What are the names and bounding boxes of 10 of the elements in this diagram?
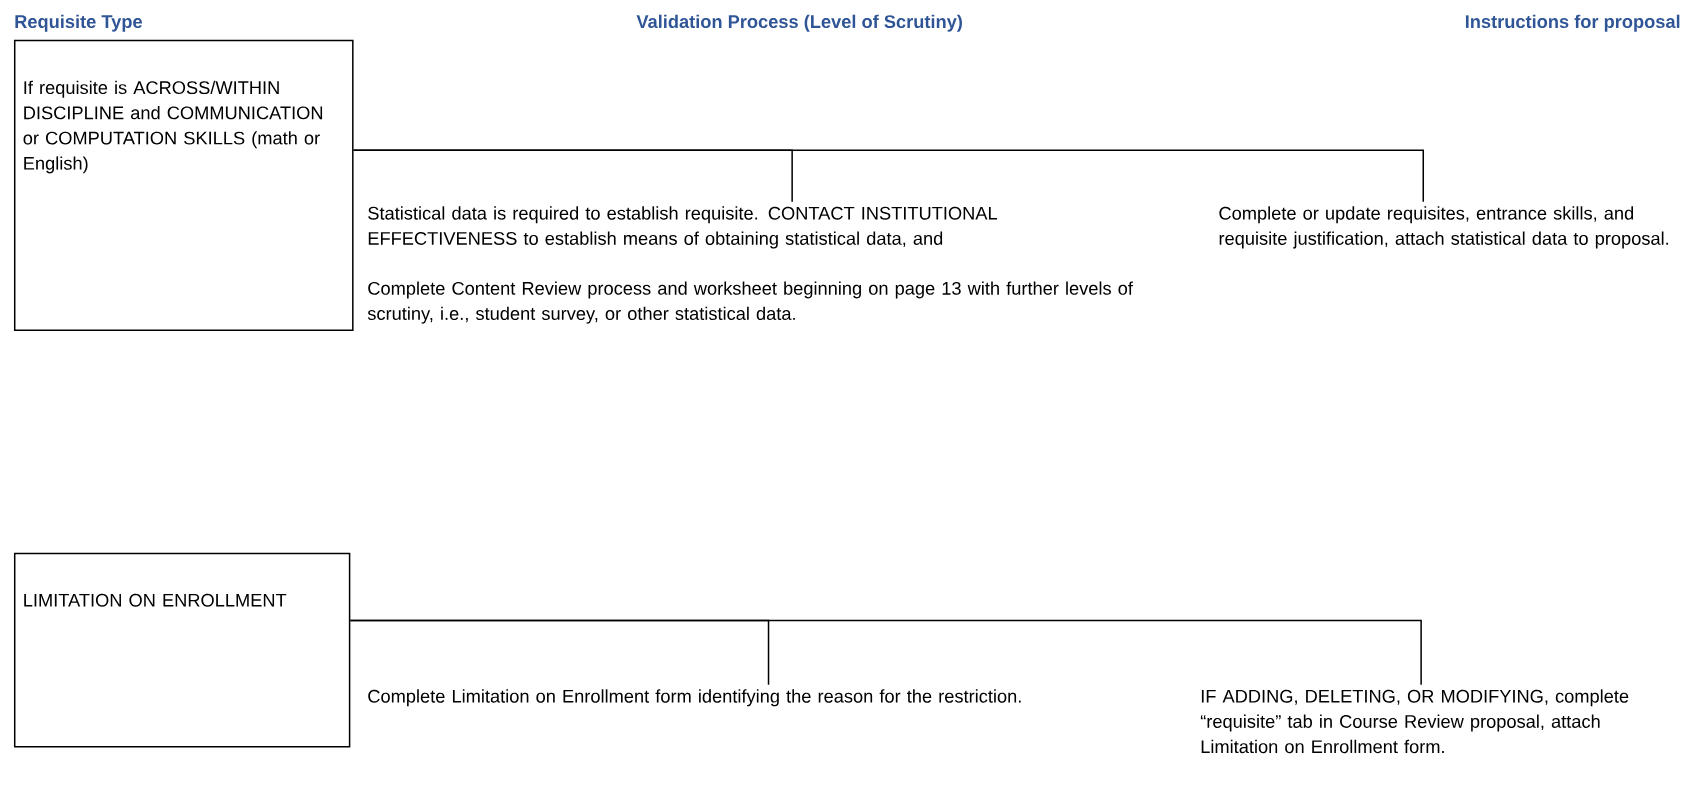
column-heading: Instructions for proposal [1465,14,1680,32]
requisite-box: If requisite is ACROSS/WITHIN DISCIPLINE and COMMUNICATION or COMPUTATION SKILLS (math or English) [13,39,354,331]
instruction-text: Complete Limitation on Enrollment form identifying the reason for the restriction. [368,689,1021,707]
connector-line [352,149,1424,203]
column-heading: Validation Process (Level of Scrutiny) [636,14,962,32]
instruction-text: Statistical data is required to establish requisite. CONTACT INSTITUTIONAL EFFECTIVENESS to establish means of obtaining statistical data, and Complete Content Review process and worksheet beginning on page 13 with further levels of scrutiny, i.e., student survey, or other statistical data. [367,206,1133,324]
instruction-text: IF ADDING, DELETING, OR MODIFYING, complete “requisite” tab in Course Review proposal, attach Limitation on Enrollment form. [1200,689,1629,754]
instruction-text: Complete or update requisites, entrance skills, and requisite justification, attach statistical data to proposal. [1219,206,1669,249]
connector-line [349,619,1422,686]
requisite-box: LIMITATION ON ENROLLMENT [13,552,351,748]
